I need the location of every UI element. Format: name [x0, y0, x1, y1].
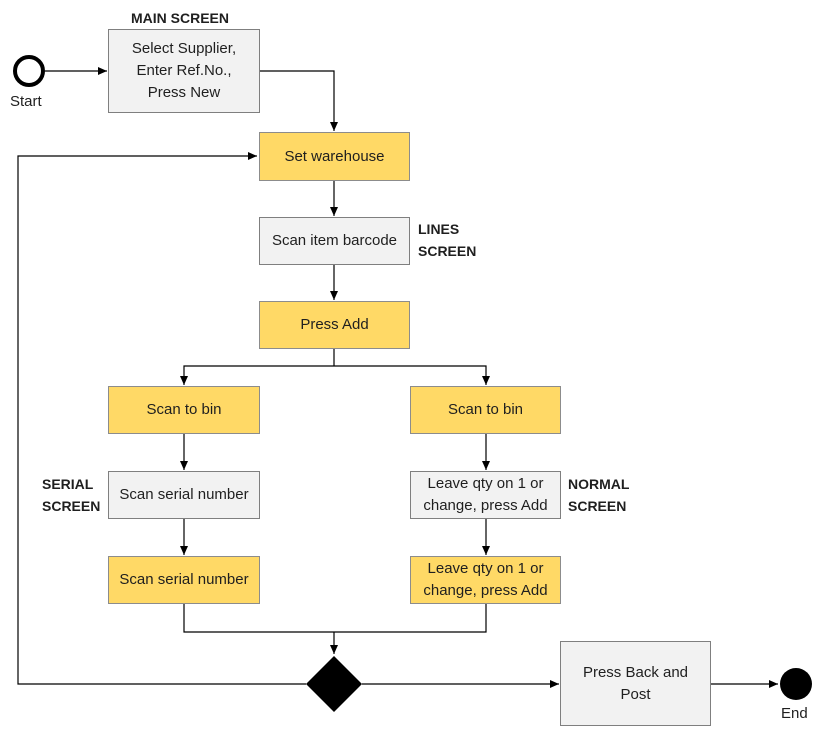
scan-to-bin-right-box: Scan to bin — [410, 386, 561, 434]
scan-serial-number-screen-box: Scan serial number — [108, 471, 260, 519]
press-back-post-box: Press Back and Post — [560, 641, 711, 726]
end-node — [780, 668, 812, 700]
serial-screen-heading: SERIAL SCREEN — [42, 476, 101, 514]
select-supplier-box: Select Supplier, Enter Ref.No., Press Ne… — [108, 29, 260, 113]
start-label: Start — [10, 93, 42, 110]
normal-screen-heading: NORMAL SCREEN — [568, 476, 630, 514]
scan-serial-number-action-box: Scan serial number — [108, 556, 260, 604]
press-add-box: Press Add — [259, 301, 410, 349]
leave-qty-action-box: Leave qty on 1 or change, press Add — [410, 556, 561, 604]
leave-qty-screen-box: Leave qty on 1 or change, press Add — [410, 471, 561, 519]
connector-right-merge — [334, 604, 487, 633]
connector-left-merge — [183, 604, 334, 633]
lines-screen-heading: LINES SCREEN — [418, 221, 477, 259]
decision-diamond — [306, 656, 362, 712]
end-label: End — [781, 705, 808, 722]
scan-to-bin-left-box: Scan to bin — [108, 386, 260, 434]
connector-split-left — [180, 365, 334, 385]
connector-split-right — [334, 365, 490, 385]
set-warehouse-box: Set warehouse — [259, 132, 410, 181]
connector-loop-back — [17, 152, 306, 685]
start-node — [13, 55, 45, 87]
connector-main-to-warehouse — [260, 70, 338, 131]
main-screen-heading: MAIN SCREEN — [131, 10, 230, 26]
scan-item-barcode-box: Scan item barcode — [259, 217, 410, 265]
